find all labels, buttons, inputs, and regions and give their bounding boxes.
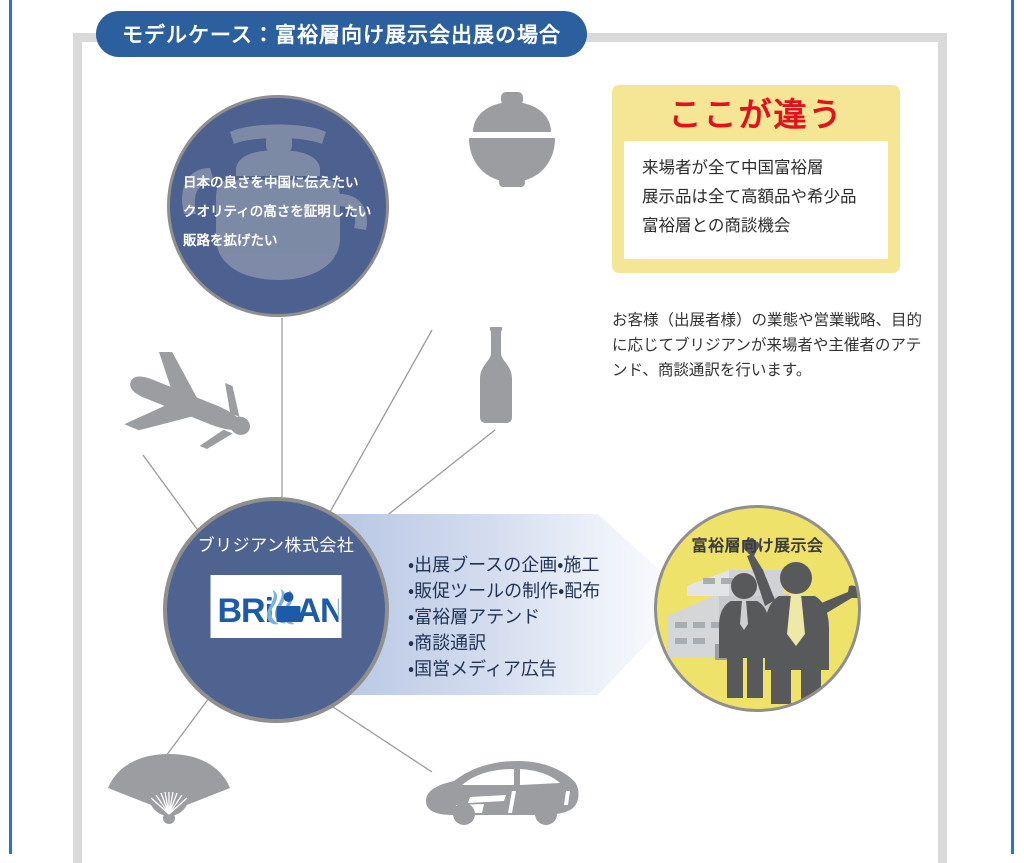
callout-point: 展示品は全て高額品や希少品 (642, 188, 857, 206)
exhibition-label: 富裕層向け展示会 (691, 538, 824, 555)
callout-heading: ここが違う (668, 96, 844, 133)
rice-bowl-icon (463, 88, 561, 188)
wish-item: クオリティの高さを証明したい (183, 204, 372, 219)
bottle-icon (474, 325, 518, 425)
service-item: ・出展ブースの企画・施工 (408, 555, 600, 575)
page-left-rule (9, 0, 12, 854)
service-item: ・富裕層アテンド (408, 607, 541, 627)
service-item: ・販促ツールの制作・配布 (408, 581, 601, 601)
exhibition-circle: 富裕層向け展示会 (654, 505, 861, 712)
service-list: ・出展ブースの企画・施工 ・販促ツールの制作・配布 ・富裕層アテンド ・商談通訳… (408, 552, 600, 682)
page-right-rule (1011, 0, 1014, 854)
svg-text:AN: AN (296, 592, 338, 630)
teapot-icon (182, 124, 367, 280)
folding-fan-icon (104, 754, 234, 824)
callout-point-list: 来場者が全て中国富裕層 展示品は全て高額品や希少品 富裕層との商談機会 (624, 141, 888, 259)
service-item: ・国営メディア広告 (408, 659, 557, 679)
service-item: ・商談通訳 (408, 633, 487, 653)
customer-wishes-circle: 日本の良さを中国に伝えたい クオリティの高さを証明したい 販路を拡げたい (167, 95, 389, 317)
explanatory-note: お客様（出展者様）の業態や営業戦略、目的に応じてブリジアンが来場者や主催者のアテ… (612, 312, 923, 379)
exhibition-illustration (667, 537, 858, 704)
wish-item: 販路を拡げたい (183, 233, 278, 248)
company-name-label: ブリジアン株式会社 (197, 536, 355, 555)
wish-item: 日本の良さを中国に伝えたい (183, 175, 359, 190)
airplane-icon (106, 352, 256, 456)
brijian-company-circle: ブリジアン株式会社 BRi AN (163, 497, 389, 723)
svg-text:BRi: BRi (217, 592, 273, 630)
brijian-logo: BRi AN (210, 575, 342, 638)
callout-point: 富裕層との商談機会 (642, 217, 791, 235)
callout-point: 来場者が全て中国富裕層 (642, 159, 824, 177)
services-arrow (330, 487, 690, 709)
customer-wish-list: 日本の良さを中国に伝えたい クオリティの高さを証明したい 販路を拡げたい (170, 168, 386, 255)
sports-car-icon (420, 757, 584, 827)
difference-callout: ここが違う 来場者が全て中国富裕層 展示品は全て高額品や希少品 富裕層との商談機… (612, 85, 900, 273)
page-title: モデルケース：富裕層向け展示会出展の場合 (96, 11, 587, 57)
